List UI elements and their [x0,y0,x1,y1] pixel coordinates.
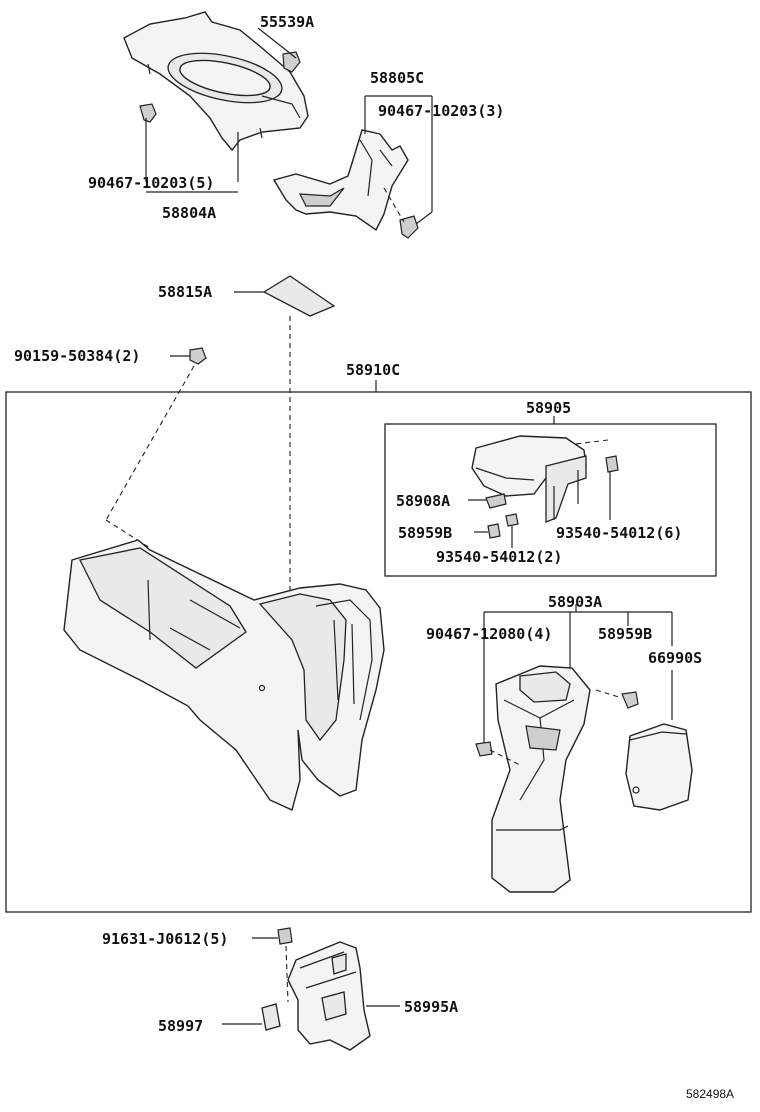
diagram-code: 582498A [686,1087,734,1101]
label-58804A: 58804A [162,204,216,222]
label-90467-10203-3: 90467-10203(3) [378,102,504,120]
label-93540-54012-6: 93540-54012(6) [556,524,682,542]
screw-93540-54012-2 [505,513,519,548]
label-58905: 58905 [526,399,571,417]
label-58959B-armrest: 58959B [398,524,452,542]
console-box-body [63,539,385,811]
label-58908A: 58908A [396,492,450,510]
label-91631-J0612-5: 91631-J0612(5) [102,930,228,948]
clip-58959B-rear [595,689,639,709]
hinge-58908A [468,493,507,509]
bracket-58997 [222,1003,281,1031]
label-90467-10203-5: 90467-10203(5) [88,174,214,192]
bracket-58995A [287,941,400,1051]
label-58815A: 58815A [158,283,212,301]
label-66990S: 66990S [648,649,702,667]
upper-console-panel-58804A [123,11,309,152]
label-93540-54012-2: 93540-54012(2) [436,548,562,566]
assembly-box-58910C [5,391,752,913]
clip-90467-10203-right [383,187,419,239]
bolt-91631-J0612 [252,927,293,1003]
label-58805C: 58805C [370,69,424,87]
label-55539A: 55539A [260,13,314,31]
label-90467-12080-4: 90467-12080(4) [426,625,552,643]
armrest-subassembly-box-58905 [384,423,717,577]
cupholder-cover-66990S [625,723,693,811]
clip-58959B-armrest [474,523,501,539]
clip-90467-12080 [475,741,523,767]
shift-bezel-58805C [272,129,409,232]
label-90159-50384-2: 90159-50384(2) [14,347,140,365]
label-58903A: 58903A [548,593,602,611]
label-58959B-rear: 58959B [598,625,652,643]
clip-90467-10203-left [139,103,157,123]
rear-console-58903A [491,665,591,893]
bolt-90159-50384 [105,347,207,549]
label-58910C: 58910C [346,361,400,379]
label-58995A: 58995A [404,998,458,1016]
label-58997: 58997 [158,1017,203,1035]
screw-93540-54012-6 [575,439,619,520]
plate-58815A [234,275,336,317]
armrest-lid [471,435,587,523]
clip-55539A [257,27,301,73]
